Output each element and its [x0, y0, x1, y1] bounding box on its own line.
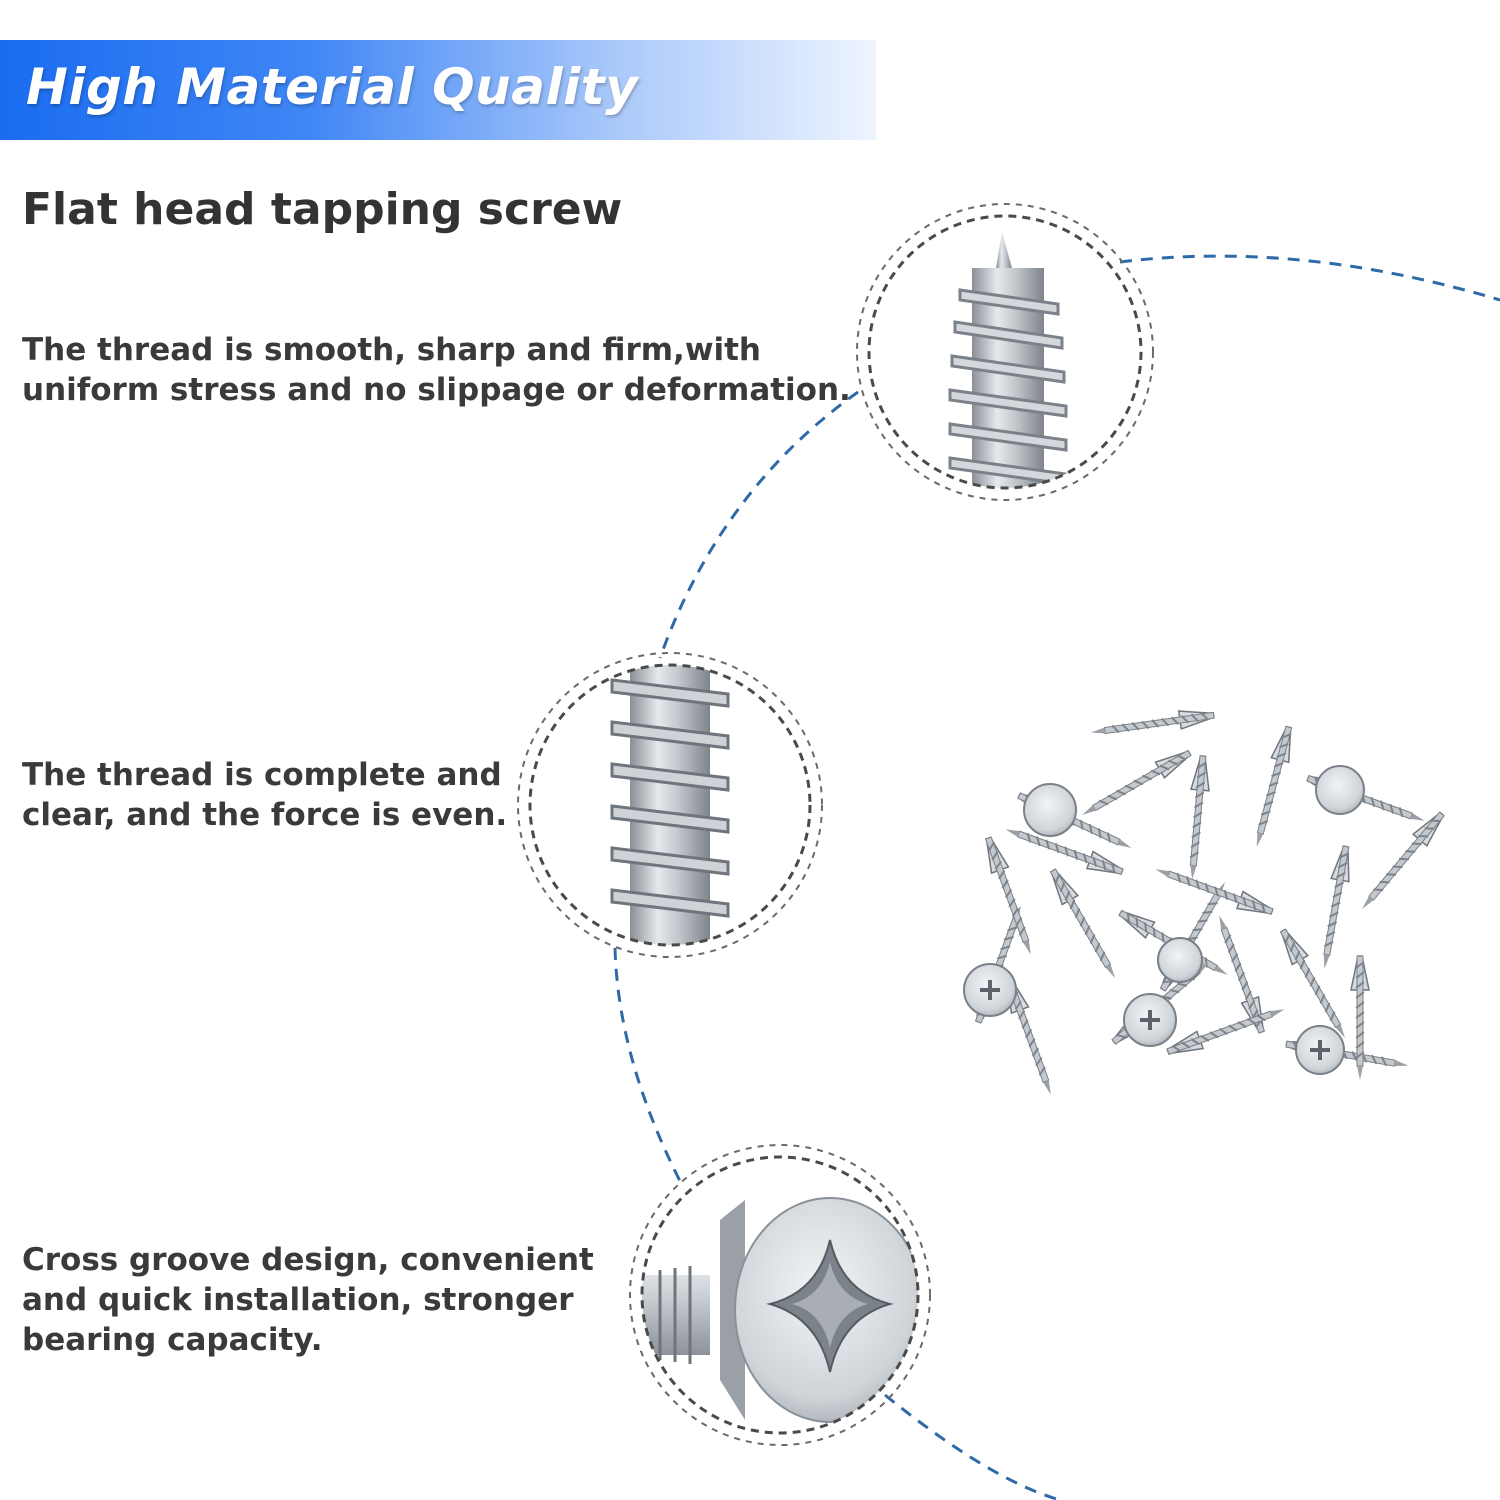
feature-line: clear, and the force is even. — [22, 797, 508, 833]
feature-line: The thread is smooth, sharp and firm,wit… — [22, 332, 761, 368]
thread-tip-detail — [856, 203, 1154, 501]
thread-body-detail — [517, 652, 823, 958]
header-banner: High Material Quality — [0, 40, 876, 140]
product-title: Flat head tapping screw — [22, 184, 623, 235]
dashed-arc-bottom — [884, 1393, 1061, 1500]
feature-line: bearing capacity. — [22, 1322, 323, 1358]
dashed-arc-lower — [613, 947, 684, 1186]
feature-line: The thread is complete and — [22, 757, 502, 793]
dashed-arc-upper — [658, 390, 859, 659]
feature-line: Cross groove design, convenient — [22, 1242, 594, 1278]
screw-pile — [963, 705, 1450, 1099]
feature-cross-groove: Cross groove design, convenient and quic… — [22, 1240, 594, 1360]
feature-line: uniform stress and no slippage or deform… — [22, 372, 851, 408]
feature-thread-smooth: The thread is smooth, sharp and firm,wit… — [22, 330, 851, 410]
banner-title: High Material Quality — [26, 58, 639, 116]
feature-line: and quick installation, stronger — [22, 1282, 574, 1318]
feature-thread-complete: The thread is complete and clear, and th… — [22, 755, 507, 835]
cross-head-detail — [629, 1144, 931, 1446]
dashed-arc-top — [1119, 254, 1500, 302]
